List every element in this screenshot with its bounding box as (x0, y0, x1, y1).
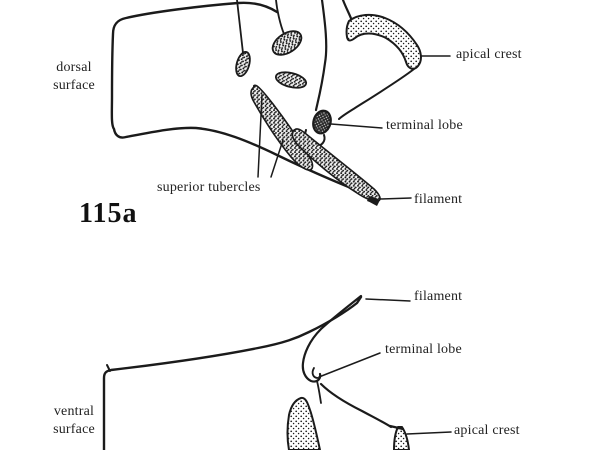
leader-line-filament-top (379, 197, 412, 200)
leader-line-tubercle-b (275, 0, 285, 35)
dorsal-surface-line2: surface (53, 78, 95, 93)
ventral-sliver-cap (388, 424, 405, 431)
dorsal-surface-label: dorsal surface (46, 59, 102, 95)
filament-tip-blob (367, 196, 380, 206)
superior-tubercle-b (271, 30, 303, 56)
ventral-apical-crest-sliver (393, 426, 410, 450)
leader-line-superior-tubercles-2 (270, 139, 284, 178)
ventral-surface-label: ventral surface (46, 403, 102, 439)
ventral-body-outline (102, 295, 363, 450)
ventral-filament-blade (301, 294, 363, 383)
leader-line-tubercle-a (236, 0, 244, 54)
leader-line-terminal-lobe-top (330, 123, 383, 129)
apical-crest-label-top: apical crest (456, 47, 522, 62)
ventral-terminal-lobe-nub (311, 367, 319, 379)
leader-line-apical-crest-bottom (406, 431, 452, 435)
leader-line-terminal-lobe-bottom (318, 352, 381, 378)
superior-tubercle-c (274, 71, 308, 89)
dorsal-body-outline (110, 1, 379, 200)
filament-label-bottom: filament (414, 289, 463, 304)
ventral-apical-crest-band (286, 396, 321, 450)
ventral-hook-tail (316, 380, 322, 404)
superior-tubercle-a (235, 50, 251, 78)
ventral-view-figure (102, 294, 452, 450)
ventral-surface-line2: surface (53, 422, 95, 437)
dorsal-surface-line1: dorsal (56, 60, 92, 75)
leader-line-superior-tubercles-1 (257, 94, 263, 178)
ventral-corner-tick (106, 364, 111, 372)
terminal-lobe-label-top: terminal lobe (386, 118, 463, 133)
leader-line-filament-bottom (365, 298, 411, 302)
crest-to-lobe-curve (338, 68, 415, 120)
ventral-surface-line1: ventral (53, 404, 95, 419)
apical-crest-label-bottom: apical crest (454, 423, 520, 438)
filament-label-top: filament (414, 192, 463, 207)
figure-number-label: 115a (79, 198, 138, 229)
superior-tubercle-band (250, 84, 314, 171)
apical-crest-shape (345, 13, 422, 70)
terminal-lobe-shape (312, 109, 332, 135)
superior-tubercles-label: superior tubercles (157, 180, 261, 195)
apical-crest-stem-line (341, 0, 354, 23)
dorsal-neck-line (314, 0, 328, 112)
terminal-lobe-label-bottom: terminal lobe (385, 342, 462, 357)
dorsal-view-figure (110, 0, 451, 206)
ventral-body-edge (319, 382, 393, 429)
